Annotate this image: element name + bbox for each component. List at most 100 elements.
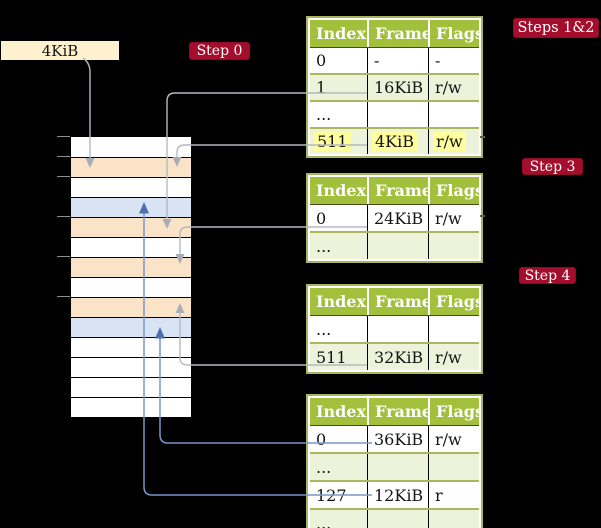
cell-index: ... <box>316 319 332 339</box>
cell-index: 0 <box>316 429 327 449</box>
cell-frame: 32KiB <box>367 344 428 370</box>
memory-row-5 <box>71 237 191 257</box>
cell-flags: r/w <box>428 426 479 452</box>
cell-index: 511 <box>316 347 347 367</box>
badge-steps-1-2-label: Steps 1&2 <box>517 20 595 36</box>
cell-frame: 36KiB <box>367 426 428 452</box>
edge-mark <box>480 215 485 217</box>
table-header-row: Index Frame Flags <box>310 288 479 315</box>
address-tick <box>57 156 70 157</box>
cell-index: 0 <box>316 208 327 228</box>
highlight-text: 511 <box>314 132 351 151</box>
badge-step-3-label: Step 3 <box>529 158 576 175</box>
cell-index: 0 <box>316 51 327 70</box>
column-header-flags: Flags <box>428 288 479 315</box>
table-row: 0 36KiB r/w <box>310 425 479 452</box>
table-row: 0 - - <box>310 47 479 73</box>
cell-flags <box>428 233 479 259</box>
address-tick <box>57 136 70 137</box>
address-tick <box>57 216 70 217</box>
table-row: ... <box>310 100 479 127</box>
memory-row-9 <box>71 317 191 337</box>
memory-row-11 <box>71 357 191 377</box>
cell-frame <box>367 102 428 127</box>
badge-step-4: Step 4 <box>519 267 576 284</box>
cell-flags: r/w <box>428 344 479 370</box>
highlight-text: 4KiB <box>372 132 418 151</box>
cell-flags: r/w <box>428 75 479 100</box>
cell-flags <box>428 316 479 342</box>
badge-step-0: Step 0 <box>189 42 250 60</box>
cell-flags <box>428 102 479 127</box>
table-row: ... <box>310 508 479 528</box>
cell-frame: - <box>367 48 428 73</box>
column-header-frame: Frame <box>367 177 428 204</box>
table-row: ... <box>310 231 479 259</box>
memory-row-1 <box>71 157 191 177</box>
column-header-index: Index <box>316 181 367 200</box>
cell-frame: 24KiB <box>367 205 428 231</box>
page-table-step-4: Index Frame Flags ... 511 32KiB r/w <box>306 284 483 374</box>
table-row-highlighted: 511 4KiB r/w <box>310 127 479 154</box>
cell-flags: - <box>428 48 479 73</box>
memory-row-4 <box>71 217 191 237</box>
physical-memory-column <box>70 136 192 418</box>
memory-row-6 <box>71 257 191 277</box>
table-header-row: Index Frame Flags <box>310 398 479 425</box>
column-header-index: Index <box>316 402 367 421</box>
table-row: 0 24KiB r/w <box>310 204 479 231</box>
column-header-frame: Frame <box>367 288 428 315</box>
column-header-index: Index <box>316 292 367 311</box>
address-tick <box>57 176 70 177</box>
cell-frame <box>367 454 428 480</box>
memory-row-13 <box>71 397 191 417</box>
cell-index: ... <box>316 513 332 528</box>
cell-flags: r/w <box>428 205 479 231</box>
badge-step-3: Step 3 <box>522 158 583 175</box>
table-header-row: Index Frame Flags <box>310 20 479 47</box>
column-header-index: Index <box>316 24 367 43</box>
table-header-row: Index Frame Flags <box>310 177 479 204</box>
column-header-frame: Frame <box>367 398 428 425</box>
cell-index: 511 <box>310 129 367 154</box>
cell-frame: 4KiB <box>367 129 428 154</box>
memory-row-12 <box>71 377 191 397</box>
memory-row-3 <box>71 197 191 217</box>
cell-index: ... <box>316 236 332 256</box>
cell-flags <box>428 510 479 528</box>
table-row: 127 12KiB r <box>310 480 479 508</box>
column-header-flags: Flags <box>428 177 479 204</box>
highlight-text: r/w <box>433 132 466 151</box>
table-row: 511 32KiB r/w <box>310 342 479 370</box>
page-table-step-3: Index Frame Flags 0 24KiB r/w ... <box>306 173 483 263</box>
column-header-flags: Flags <box>428 20 479 47</box>
memory-row-10 <box>71 337 191 357</box>
memory-row-2 <box>71 177 191 197</box>
cell-frame: 12KiB <box>367 482 428 508</box>
badge-step-4-label: Step 4 <box>524 267 571 284</box>
memory-row-0 <box>71 137 191 157</box>
table-row: ... <box>310 452 479 480</box>
memory-row-8 <box>71 297 191 317</box>
address-label-4kib: 4KiB <box>1 41 119 60</box>
cell-frame <box>367 510 428 528</box>
column-header-frame: Frame <box>367 20 428 47</box>
cell-frame <box>367 233 428 259</box>
memory-row-7 <box>71 277 191 297</box>
edge-mark <box>480 136 485 138</box>
table-row: 1 16KiB r/w <box>310 73 479 100</box>
cell-flags: r <box>428 482 479 508</box>
cell-frame: 16KiB <box>367 75 428 100</box>
badge-step-0-label: Step 0 <box>196 43 243 59</box>
address-tick <box>57 256 70 257</box>
cell-flags <box>428 454 479 480</box>
cell-index: ... <box>316 457 332 477</box>
cell-frame <box>367 316 428 342</box>
cell-flags: r/w <box>428 129 479 154</box>
cell-index: ... <box>316 105 332 124</box>
cell-index: 1 <box>316 78 327 97</box>
column-header-flags: Flags <box>428 398 479 425</box>
cell-index: 127 <box>316 485 347 505</box>
address-label-text: 4KiB <box>41 41 79 60</box>
page-table-final-level: Index Frame Flags 0 36KiB r/w ... 127 12… <box>306 394 483 528</box>
